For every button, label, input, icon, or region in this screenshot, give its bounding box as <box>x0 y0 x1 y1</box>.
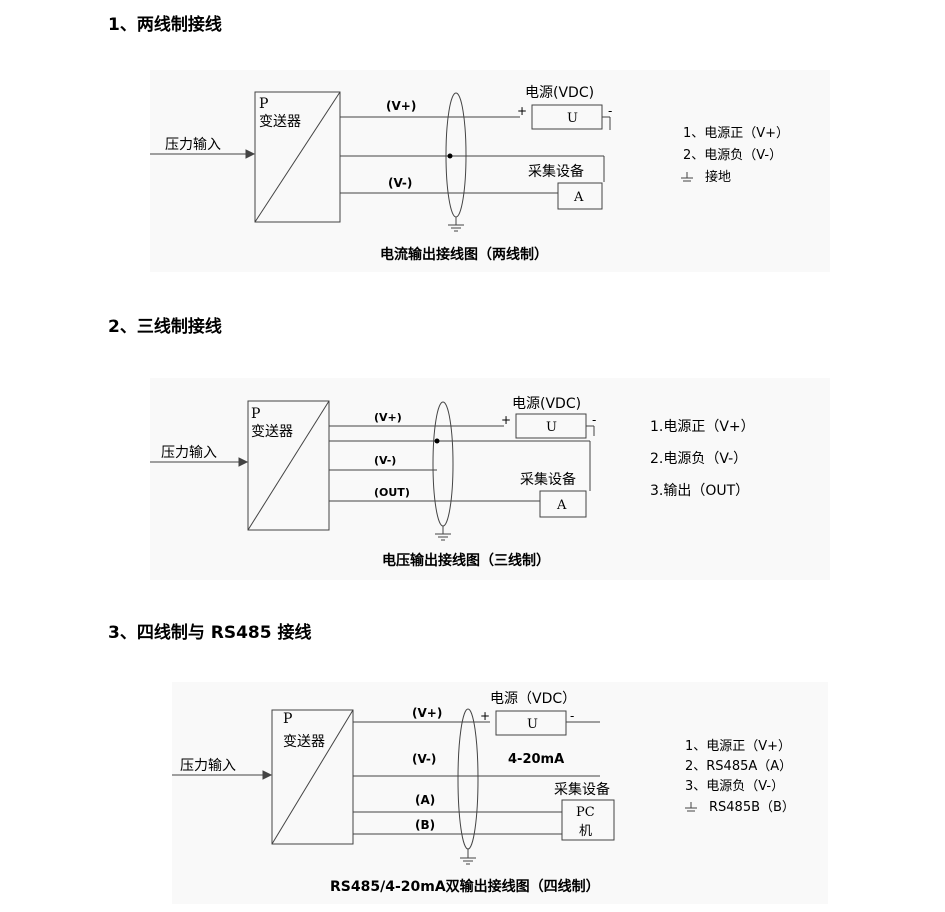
section-1-heading: 1、两线制接线 <box>108 15 222 35</box>
two-wire-svg: 压力输入 P 变送器 (V+) (V-) 电源(VDC) + - U 采集设备 … <box>150 85 789 263</box>
transmitter-name: 变送器 <box>259 114 301 130</box>
device-box <box>561 799 615 841</box>
three-wire-diagram: 压力输入 P 变送器 (V+) (V-) (OUT) 电源(VDC) + - U… <box>150 378 830 580</box>
power-label: 电源(VDC) <box>512 396 581 412</box>
device-label: 采集设备 <box>528 163 584 180</box>
transmitter-diagonal <box>254 91 341 223</box>
legend-item-4: RS485B（B） <box>709 800 795 815</box>
transmitter-box <box>254 91 341 223</box>
power-minus: - <box>570 709 574 723</box>
legend-item-3: 3.输出（OUT） <box>650 483 749 499</box>
device-label: 采集设备 <box>554 781 610 798</box>
junction-dot <box>434 438 440 444</box>
diagram-caption: RS485/4-20mA双输出接线图（四线制） <box>330 878 600 895</box>
power-label: 电源(VDC) <box>525 85 594 101</box>
input-label: 压力输入 <box>165 137 221 153</box>
power-box-label: U <box>567 111 578 126</box>
power-box <box>495 710 567 736</box>
power-plus: + <box>480 709 490 723</box>
four-wire-diagram: 压力输入 P 变送器 (V+) (V-) (A) (B) 4-20mA 电源（V… <box>172 682 828 904</box>
wire-label-vminus: (V-) <box>374 454 396 467</box>
legend-item-2: 2、RS485A（A） <box>685 759 792 774</box>
power-box-label: U <box>546 420 557 435</box>
current-label: 4-20mA <box>508 752 564 767</box>
wire-label-vminus: (V-) <box>388 176 412 190</box>
cable-shield <box>457 708 479 850</box>
power-minus: - <box>608 104 612 118</box>
power-box-label: U <box>527 717 538 732</box>
section-3-heading: 3、四线制与 RS485 接线 <box>108 623 312 643</box>
input-label: 压力输入 <box>180 758 236 774</box>
diagram-caption: 电流输出接线图（两线制） <box>380 246 548 263</box>
power-plus: + <box>501 413 511 427</box>
wire-label-out: (OUT) <box>374 486 410 499</box>
junction-dot <box>447 153 453 159</box>
wire-label-a: (A) <box>415 793 435 807</box>
power-minus: - <box>592 413 596 427</box>
device-box-label: A <box>573 190 584 205</box>
input-arrowhead <box>238 457 249 467</box>
transmitter-p: P <box>259 96 268 112</box>
input-label: 压力输入 <box>161 445 217 461</box>
input-arrowhead <box>262 770 273 780</box>
legend-item-2: 2.电源负（V-） <box>650 451 747 467</box>
legend-item-1: 1.电源正（V+） <box>650 419 755 435</box>
section-2-heading: 2、三线制接线 <box>108 317 222 337</box>
wire-label-vplus: (V+) <box>374 411 402 424</box>
device-label: 采集设备 <box>520 471 576 488</box>
wire-label-vplus: (V+) <box>412 706 442 720</box>
transmitter-p: P <box>251 406 260 422</box>
power-plus: + <box>517 104 527 118</box>
transmitter-box <box>247 400 330 531</box>
device-box-label: A <box>556 498 567 513</box>
input-arrowhead <box>245 149 256 159</box>
four-wire-svg: 压力输入 P 变送器 (V+) (V-) (A) (B) 4-20mA 电源（V… <box>172 691 795 895</box>
device-box <box>539 490 587 518</box>
cable-shield <box>432 401 454 527</box>
diagram-caption: 电压输出接线图（三线制） <box>382 552 550 569</box>
transmitter-diagonal <box>247 400 330 531</box>
three-wire-svg: 压力输入 P 变送器 (V+) (V-) (OUT) 电源(VDC) + - U… <box>150 396 755 569</box>
transmitter-box <box>271 709 354 845</box>
two-wire-diagram: 压力输入 P 变送器 (V+) (V-) 电源(VDC) + - U 采集设备 … <box>150 70 830 272</box>
legend-item-1: 1、电源正（V+） <box>683 126 789 141</box>
device-box-line2: 机 <box>579 824 592 839</box>
legend-item-3: 接地 <box>705 169 731 185</box>
transmitter-name: 变送器 <box>251 424 293 440</box>
wire-label-vplus: (V+) <box>386 99 416 113</box>
device-box <box>557 182 603 210</box>
legend-item-3: 3、电源负（V-） <box>685 779 784 794</box>
legend-item-2: 2、电源负（V-） <box>683 148 782 163</box>
transmitter-diagonal <box>271 709 354 845</box>
legend-item-1: 1、电源正（V+） <box>685 739 791 754</box>
power-label: 电源（VDC） <box>490 691 576 707</box>
transmitter-p: P <box>283 711 292 727</box>
device-box-line1: PC <box>576 805 595 820</box>
wire-label-b: (B) <box>415 818 435 832</box>
transmitter-name: 变送器 <box>283 734 325 750</box>
wire-label-vminus: (V-) <box>412 752 436 766</box>
